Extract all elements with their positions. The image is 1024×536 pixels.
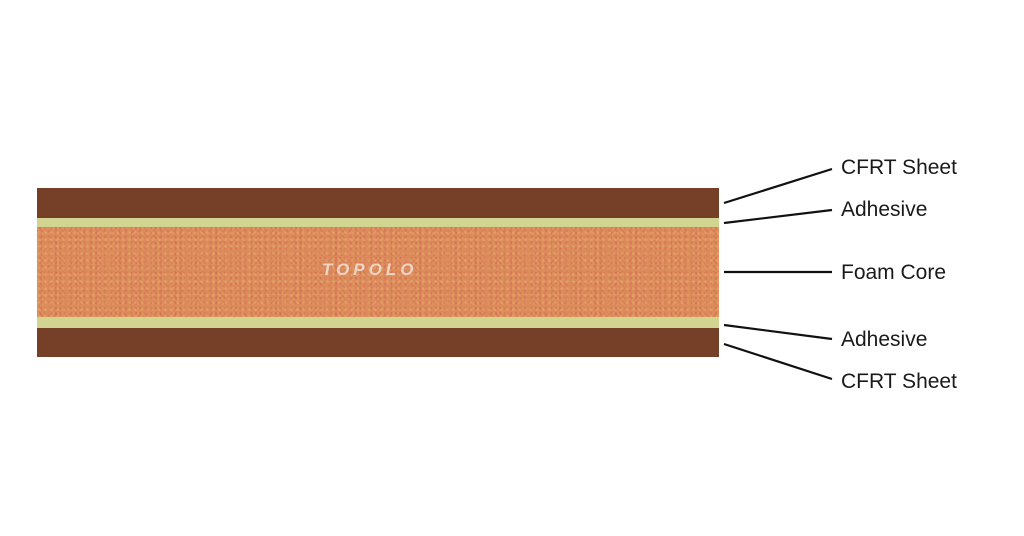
label-cfrt-sheet-top: CFRT Sheet [841, 156, 957, 179]
label-adhesive-top: Adhesive [841, 198, 928, 221]
label-foam-core: Foam Core [841, 261, 947, 284]
top-cfrt-sheet-layer [37, 188, 719, 218]
leader-line-bottom-adhesive [723, 323, 833, 341]
foam-core-layer: TOPOLO [37, 227, 719, 317]
leader-line-top-adhesive [723, 208, 833, 225]
topolo-logo: TOPOLO [322, 260, 418, 279]
bottom-adhesive-layer [37, 317, 719, 328]
top-adhesive-layer [37, 218, 719, 227]
bottom-cfrt-sheet-layer [37, 328, 719, 357]
label-adhesive-bottom: Adhesive [841, 328, 928, 351]
leader-line-top-sheet [723, 167, 833, 205]
layer-stack: TOPOLO [37, 188, 719, 357]
label-cfrt-sheet-bottom: CFRT Sheet [841, 370, 957, 393]
leader-line-bottom-sheet [723, 342, 833, 381]
